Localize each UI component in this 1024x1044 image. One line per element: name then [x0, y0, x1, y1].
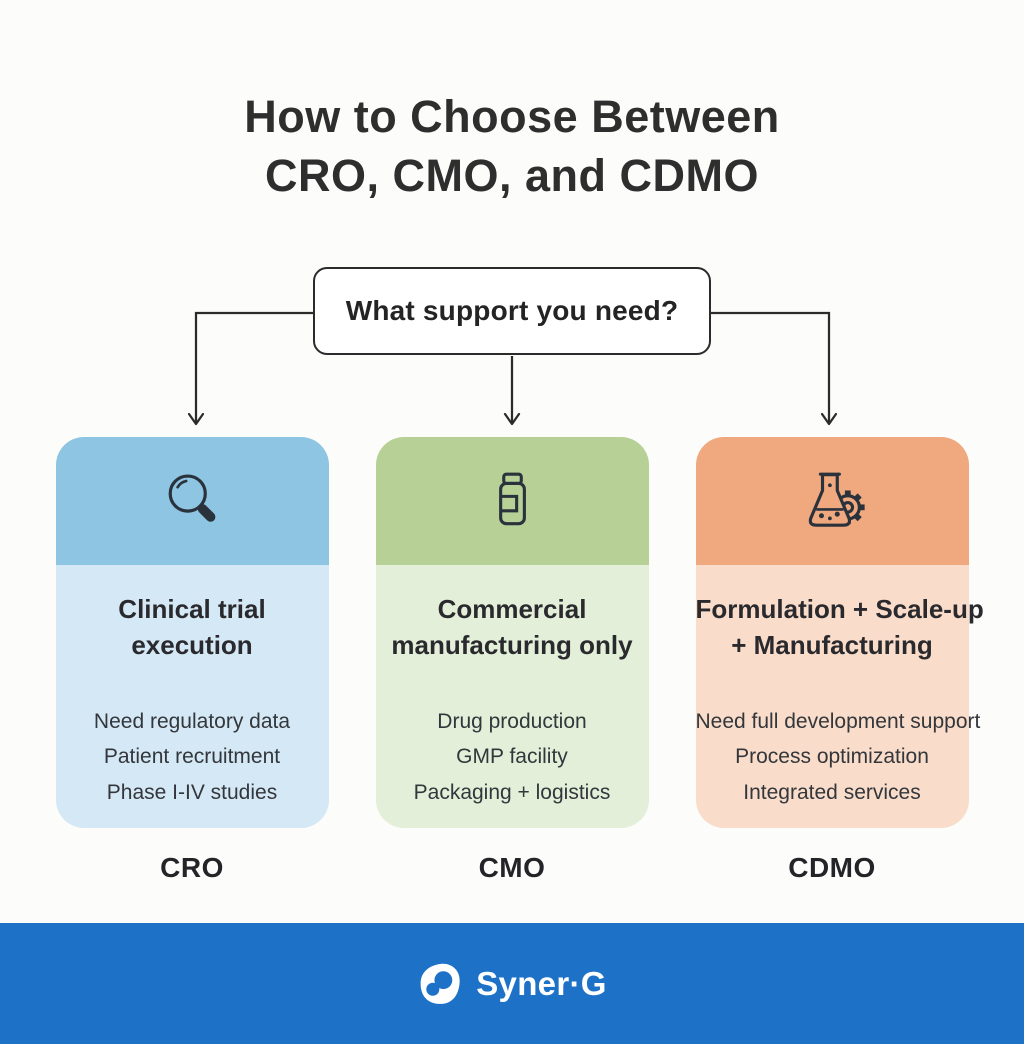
- card-header-cro: [55, 437, 329, 565]
- card-item: GMP facility: [456, 745, 568, 769]
- card-title-line: + Manufacturing: [731, 630, 933, 661]
- card-title-line: Formulation + Scale-up: [695, 594, 984, 624]
- card-title-cdmo: Formulation + Scale-up + Manufacturing: [695, 591, 984, 664]
- card-body-cdmo: Formulation + Scale-up + Manufacturing N…: [695, 565, 984, 828]
- connector-arrows: [187, 311, 838, 426]
- card-item: Integrated services: [743, 781, 921, 805]
- card-label-cmo: CMO: [478, 852, 546, 883]
- flask-gear-icon: [808, 472, 865, 527]
- magnifier-icon: [168, 474, 216, 522]
- page-title-line2: CRO, CMO, and CDMO: [265, 149, 759, 201]
- card-title-line: Commercial: [437, 594, 587, 624]
- decision-box: What support you need?: [313, 267, 711, 355]
- card-column-cmo: Commercial manufacturing only Drug produ…: [375, 437, 649, 884]
- card-title-line: manufacturing only: [391, 630, 633, 661]
- card-header-cmo: [375, 437, 649, 565]
- card-item: Packaging + logistics: [413, 781, 611, 805]
- card-body-cro: Clinical trial execution Need regulatory…: [55, 565, 329, 828]
- pill-bottle-icon: [499, 472, 526, 526]
- card-item: Need full development support: [695, 709, 981, 733]
- card-item: Need regulatory data: [93, 709, 291, 733]
- card-column-cro: Clinical trial execution Need regulatory…: [55, 437, 329, 884]
- card-title-line: Clinical trial: [118, 594, 266, 624]
- card-label-cdmo: CDMO: [788, 852, 876, 883]
- card-label-cro: CRO: [160, 852, 224, 883]
- flowchart: What support you need?: [0, 263, 1024, 435]
- card-title-cro: Clinical trial execution: [56, 591, 329, 664]
- decision-box-label: What support you need?: [345, 295, 679, 326]
- card-cdmo: Formulation + Scale-up + Manufacturing N…: [695, 437, 984, 828]
- page-title: How to Choose Between CRO, CMO, and CDMO: [0, 0, 1024, 205]
- card-item: Phase I-IV studies: [106, 781, 278, 805]
- card-body-cmo: Commercial manufacturing only Drug produ…: [375, 565, 649, 828]
- card-header-cdmo: [695, 437, 969, 565]
- card-title-cmo: Commercial manufacturing only: [376, 591, 649, 664]
- card-item: Drug production: [437, 709, 587, 733]
- cards-row: Clinical trial execution Need regulatory…: [0, 437, 1024, 884]
- brand-name: Syner·G: [476, 964, 607, 1002]
- card-items-cmo: Drug production GMP facility Packaging +…: [376, 704, 649, 811]
- card-cro: Clinical trial execution Need regulatory…: [55, 437, 329, 828]
- card-column-cdmo: Formulation + Scale-up + Manufacturing N…: [695, 437, 984, 884]
- synerg-logo-icon: [420, 963, 460, 1004]
- card-title-line: execution: [131, 630, 253, 661]
- card-items-cro: Need regulatory data Patient recruitment…: [56, 704, 329, 811]
- card-item: Patient recruitment: [103, 745, 281, 769]
- card-cmo: Commercial manufacturing only Drug produ…: [375, 437, 649, 828]
- footer-bar: Syner·G: [0, 923, 1024, 1044]
- page-title-line1: How to Choose Between: [244, 91, 780, 142]
- card-items-cdmo: Need full development support Process op…: [695, 704, 981, 811]
- card-item: Process optimization: [735, 745, 929, 769]
